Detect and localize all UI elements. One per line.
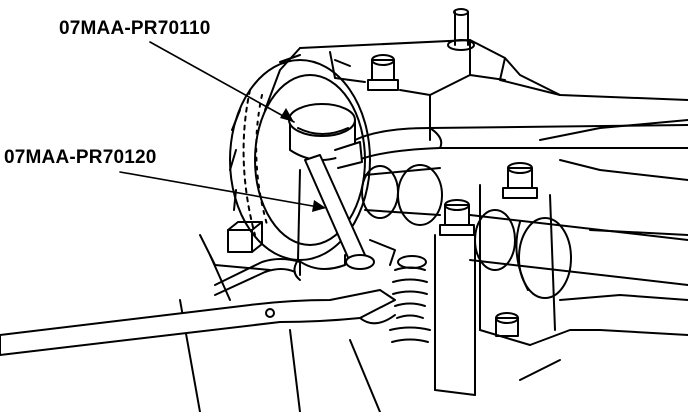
camshaft xyxy=(361,164,688,299)
head-bolt xyxy=(495,312,519,337)
leader-line xyxy=(119,171,326,212)
bracket xyxy=(227,221,263,253)
leader-line xyxy=(149,41,295,123)
head-bolt xyxy=(367,54,399,91)
callout-tool-1: 07MAA-PR70110 xyxy=(59,18,211,39)
tool-07maa-pr70110 xyxy=(288,103,363,169)
stud xyxy=(447,8,475,51)
rocker-lever xyxy=(354,124,688,161)
cam-gear xyxy=(229,54,371,261)
valve-spring xyxy=(389,255,431,343)
cylinder-head-block xyxy=(179,39,688,412)
camshaft-holder xyxy=(434,184,556,396)
callout-tool-2: 07MAA-PR70120 xyxy=(4,147,157,168)
head-bolt xyxy=(439,199,475,236)
tappet-wrench xyxy=(0,289,396,356)
feeler-gauge xyxy=(214,258,301,296)
head-bolt xyxy=(502,162,538,199)
